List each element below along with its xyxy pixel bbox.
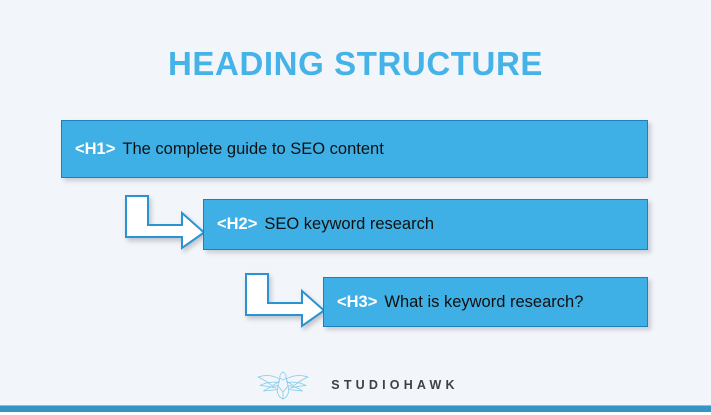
- page-title: HEADING STRUCTURE: [167, 45, 544, 82]
- heading-text-h3: What is keyword research?: [384, 292, 584, 311]
- bottom-rule-highlight: [0, 405, 711, 406]
- heading-text-h2: SEO keyword research: [264, 215, 435, 233]
- bottom-white-strip: [0, 412, 711, 415]
- heading-tag-h1: <H1>: [75, 139, 116, 158]
- brand-name: STUDIOHAWK: [331, 378, 459, 392]
- footer-logo: STUDIOHAWK: [0, 368, 711, 402]
- hawk-icon: [257, 371, 309, 399]
- heading-bar-h2: <H2> SEO keyword research: [203, 199, 648, 250]
- heading-text-h1: The complete guide to SEO content: [122, 139, 384, 158]
- heading-tag-h3: <H3>: [337, 292, 378, 311]
- heading-tag-h2: <H2>: [217, 215, 258, 233]
- arrow-h2-to-h3-icon: [245, 273, 326, 328]
- heading-bar-h1: <H1> The complete guide to SEO content: [61, 120, 648, 178]
- heading-bar-h3: <H3> What is keyword research?: [323, 277, 648, 327]
- bottom-accent-rule: [0, 406, 711, 412]
- arrow-h1-to-h2-icon: [125, 195, 206, 250]
